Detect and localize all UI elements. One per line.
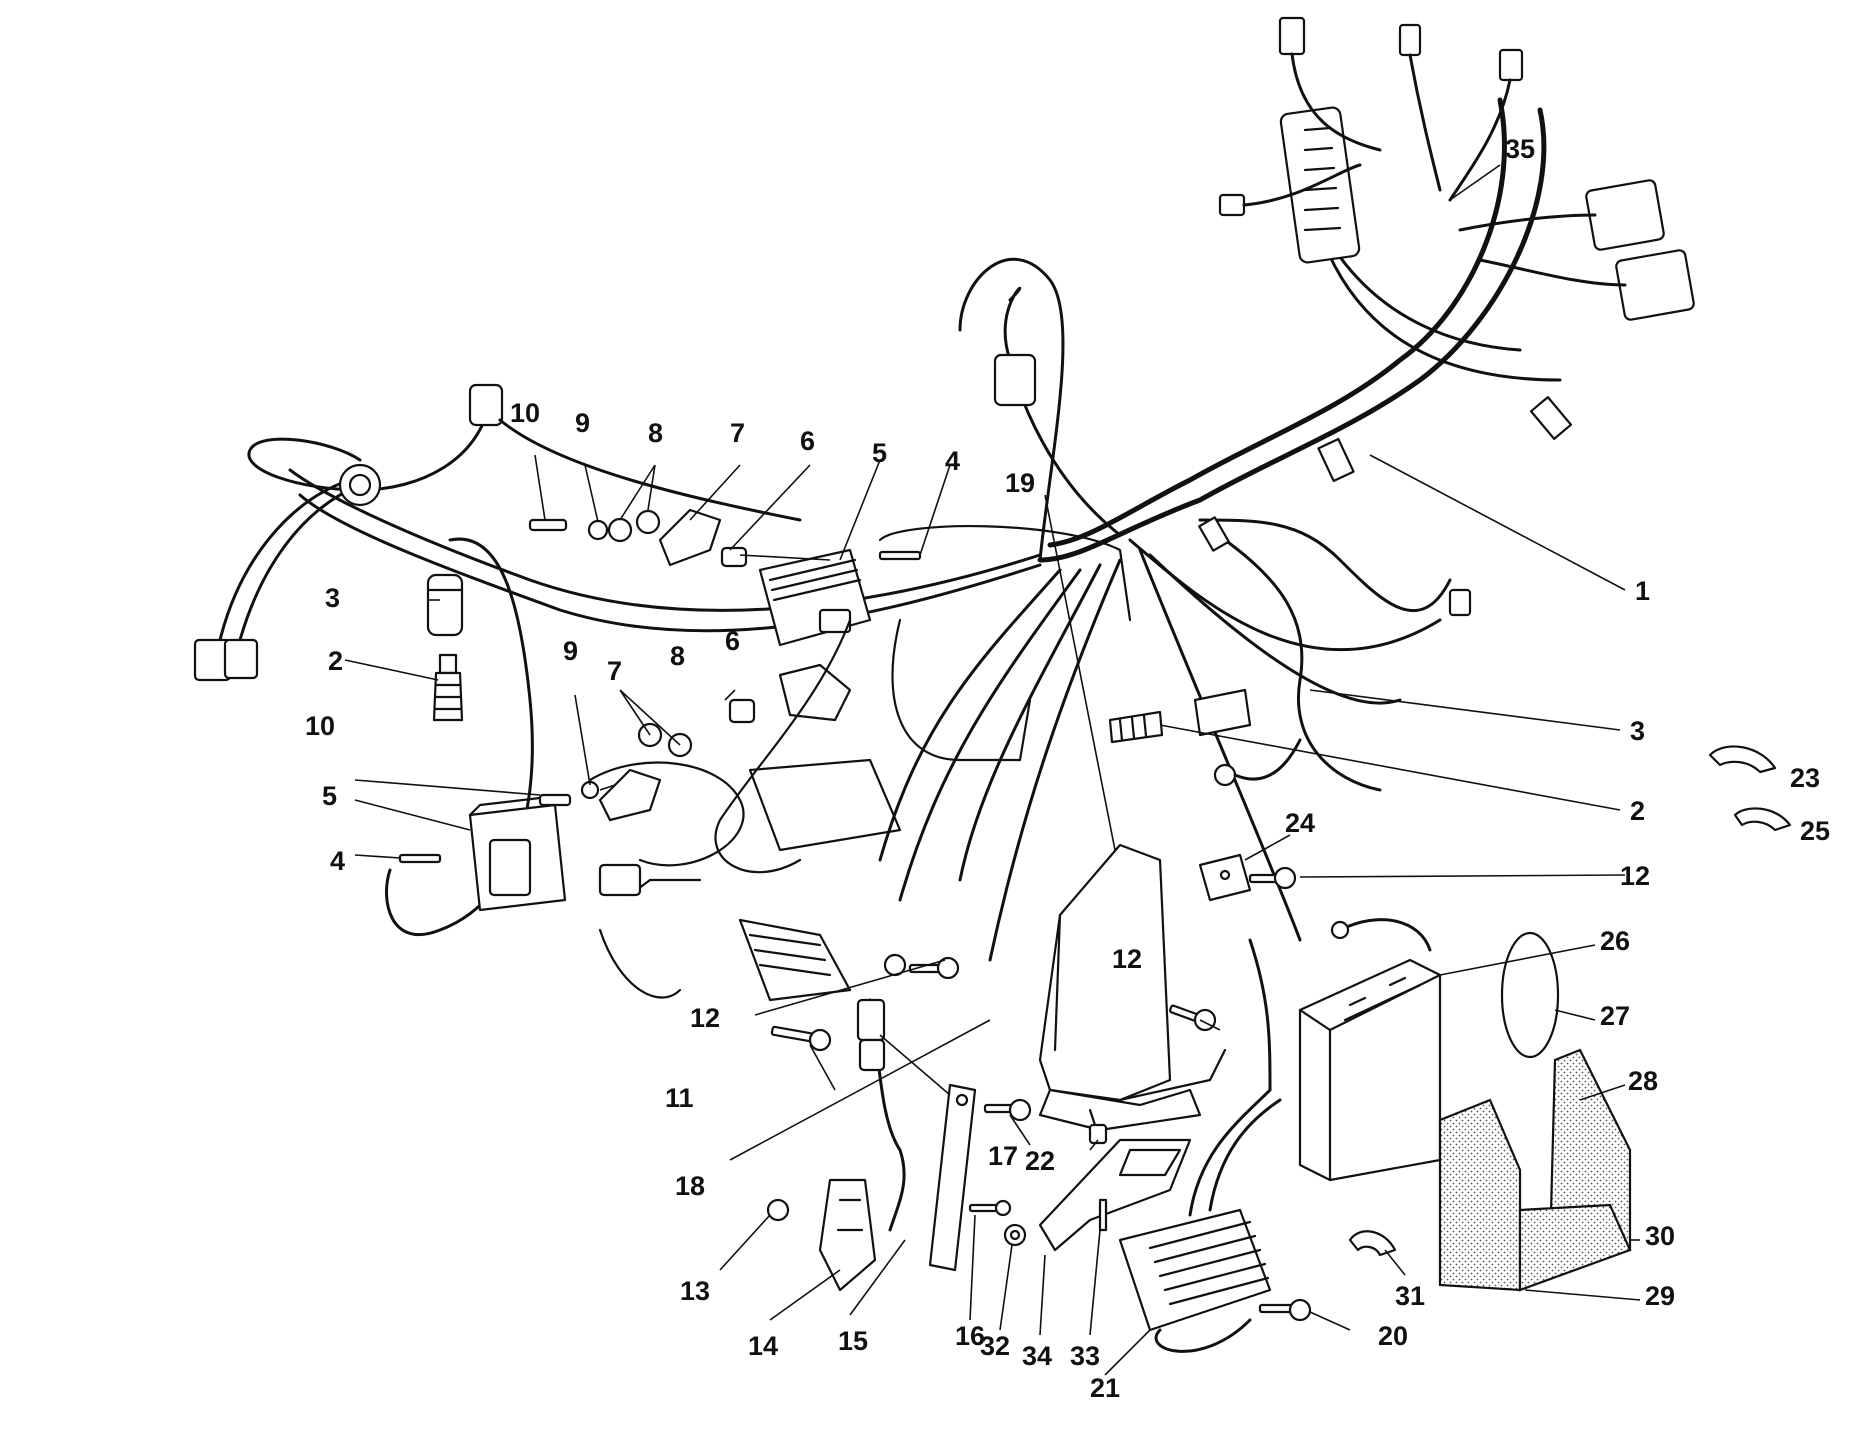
callout-4: 4	[330, 846, 345, 876]
left-upper-cable	[193, 383, 802, 682]
callout-19: 19	[1005, 468, 1035, 498]
callout-6: 6	[800, 426, 815, 456]
bracket-15	[928, 1083, 977, 1272]
callout-3: 3	[325, 583, 340, 613]
callout-4: 4	[945, 446, 960, 476]
cable-clip-31	[1348, 1230, 1397, 1257]
callout-13: 13	[680, 1276, 710, 1306]
leader-lines	[344, 164, 1641, 1376]
callout-10: 10	[305, 711, 335, 741]
callout-17: 17	[988, 1141, 1018, 1171]
ignition-coil-lower	[468, 793, 567, 912]
spark-plug-right	[1108, 710, 1164, 744]
callout-29: 29	[1645, 1281, 1675, 1311]
callout-12: 12	[1112, 944, 1142, 974]
callout-10: 10	[510, 398, 540, 428]
washer-32	[1003, 1223, 1027, 1247]
callout-5: 5	[872, 438, 887, 468]
callout-16: 16	[955, 1321, 985, 1351]
center-frame-bracket	[588, 524, 1132, 1002]
callout-11: 11	[665, 1083, 694, 1113]
electrical-component-bracket	[1038, 843, 1227, 1142]
callout-18: 18	[675, 1171, 705, 1201]
nut-13	[766, 1198, 790, 1222]
callout-2: 2	[1630, 796, 1645, 826]
callout-25: 25	[1800, 816, 1830, 846]
main-wiring-harness	[288, 16, 1695, 962]
callout-6: 6	[725, 626, 740, 656]
callout-23: 23	[1790, 763, 1820, 793]
callout-5: 5	[322, 781, 337, 811]
grommet-plate	[1198, 853, 1252, 902]
cable-clip-23	[1708, 745, 1777, 774]
spark-plug-cap-right	[1193, 688, 1252, 737]
callout-9: 9	[563, 636, 578, 666]
battery	[1298, 918, 1442, 1182]
callout-27: 27	[1600, 1001, 1630, 1031]
callout-24: 24	[1285, 808, 1315, 838]
callout-3: 3	[1630, 716, 1645, 746]
screw-12-center	[1168, 1004, 1217, 1032]
callout-30: 30	[1645, 1221, 1675, 1251]
callout-33: 33	[1070, 1341, 1100, 1371]
callout-9: 9	[575, 408, 590, 438]
voltage-regulator	[1118, 938, 1282, 1353]
callout-28: 28	[1628, 1066, 1658, 1096]
callout-20: 20	[1378, 1321, 1408, 1351]
pickup-sensor-14	[818, 1178, 877, 1292]
callout-12: 12	[690, 1003, 720, 1033]
screw-20	[1258, 1298, 1312, 1322]
callout-7: 7	[730, 418, 745, 448]
spark-plug-left	[432, 653, 464, 722]
screw-12-right	[1248, 866, 1297, 890]
coil-mount-hardware-upper	[528, 508, 922, 568]
battery-holder	[1438, 1048, 1632, 1292]
callout-32: 32	[980, 1331, 1010, 1361]
callout-22: 22	[1025, 1146, 1055, 1176]
callout-8: 8	[648, 418, 663, 448]
callout-14: 14	[748, 1331, 778, 1361]
callout-21: 21	[1090, 1373, 1120, 1403]
cable-clip-25	[1733, 807, 1792, 832]
screw-16	[968, 1199, 1012, 1217]
callout-15: 15	[838, 1326, 868, 1356]
callout-8: 8	[670, 641, 685, 671]
callout-31: 31	[1395, 1281, 1425, 1311]
callout-numbers: 1 2 2 3 3 4 4 5 5 6 6 7 7 8 8 9 9 10 10 …	[305, 134, 1830, 1403]
callout-35: 35	[1505, 134, 1535, 164]
callout-2: 2	[328, 646, 343, 676]
callout-34: 34	[1022, 1341, 1052, 1371]
screw-17	[983, 1098, 1032, 1122]
callout-7: 7	[607, 656, 622, 686]
battery-strap	[1500, 931, 1560, 1059]
callout-1: 1	[1635, 576, 1650, 606]
callout-12: 12	[1620, 861, 1650, 891]
screw-11	[770, 1025, 832, 1052]
callout-26: 26	[1600, 926, 1630, 956]
ignition-coil-upper	[758, 548, 872, 647]
sensor-18	[856, 998, 906, 1232]
ground-wire-terminal	[1213, 738, 1302, 787]
regulator-mount-plate	[1038, 1123, 1192, 1252]
